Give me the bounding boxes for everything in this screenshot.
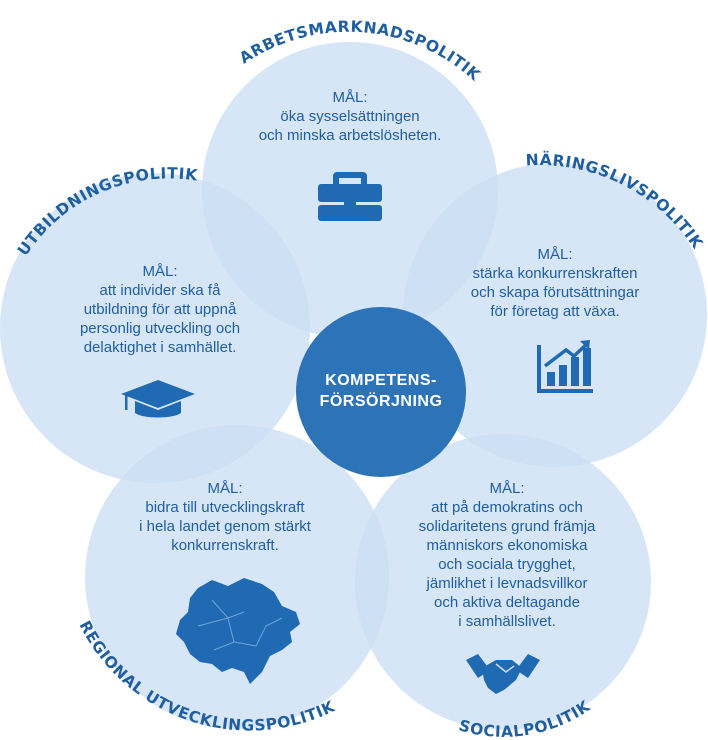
goal-line: och skapa förutsättningar [470, 284, 640, 301]
briefcase-icon [318, 172, 382, 221]
goal-arbetsmarknadspolitik: MÅL: öka sysselsättningen och minska arb… [250, 88, 450, 145]
goal-line: att individer ska få [99, 282, 221, 299]
goal-socialpolitik: MÅL: att på demokratins och solidaritete… [397, 479, 617, 631]
goal-line: solidaritetens grund främja [418, 518, 596, 535]
goal-line: öka sysselsättningen [280, 108, 420, 125]
center-label: KOMPETENS- FÖRSÖRJNING [306, 370, 456, 412]
goal-line: att på demokratins och [431, 499, 583, 516]
goal-line: och minska arbetslösheten. [258, 127, 442, 144]
goal-line: stärka konkurrenskraften [472, 265, 638, 282]
growth-chart-icon [537, 340, 593, 393]
goal-line: i hela landet genom stärkt [139, 518, 311, 535]
region-map-icon [176, 578, 300, 684]
goal-line: bidra till utvecklingskraft [145, 499, 305, 516]
goal-utbildningspolitik: MÅL: att individer ska få utbildning för… [55, 262, 265, 357]
center-label-line2: FÖRSÖRJNING [319, 393, 443, 410]
goal-line: utbildning för att uppnå [83, 301, 237, 318]
circle-naringslivspolitik [403, 163, 707, 467]
goal-naringslivspolitik: MÅL: stärka konkurrenskraften och skapa … [455, 245, 655, 321]
circle-utbildningspolitik [0, 173, 310, 483]
center-circle [296, 307, 466, 477]
goal-label: MÅL: [332, 89, 368, 106]
handshake-icon [466, 654, 540, 694]
goal-label: MÅL: [537, 246, 573, 263]
goal-line: delaktighet i samhället. [83, 339, 237, 356]
goal-line: människors ekonomiska [426, 537, 588, 554]
circle-socialpolitik [355, 434, 651, 730]
circle-regional-utvecklingspolitik [85, 425, 389, 729]
graduation-cap-icon [121, 380, 195, 418]
goal-label: MÅL: [489, 480, 525, 497]
goal-line: i samhällslivet. [458, 613, 556, 630]
goal-regional-utvecklingspolitik: MÅL: bidra till utvecklingskraft i hela … [115, 479, 335, 555]
goal-label: MÅL: [142, 263, 178, 280]
goal-line: och sociala trygghet, [438, 556, 576, 573]
goal-line: för företag att växa. [490, 303, 620, 320]
goal-line: personlig utveckling och [79, 320, 241, 337]
goal-line: konkurrenskraft. [171, 537, 279, 554]
center-label-line1: KOMPETENS- [325, 372, 437, 389]
goal-line: jämlikhet i levnadsvillkor [426, 575, 588, 592]
goal-label: MÅL: [207, 480, 243, 497]
goal-line: och aktiva deltagande [434, 594, 580, 611]
